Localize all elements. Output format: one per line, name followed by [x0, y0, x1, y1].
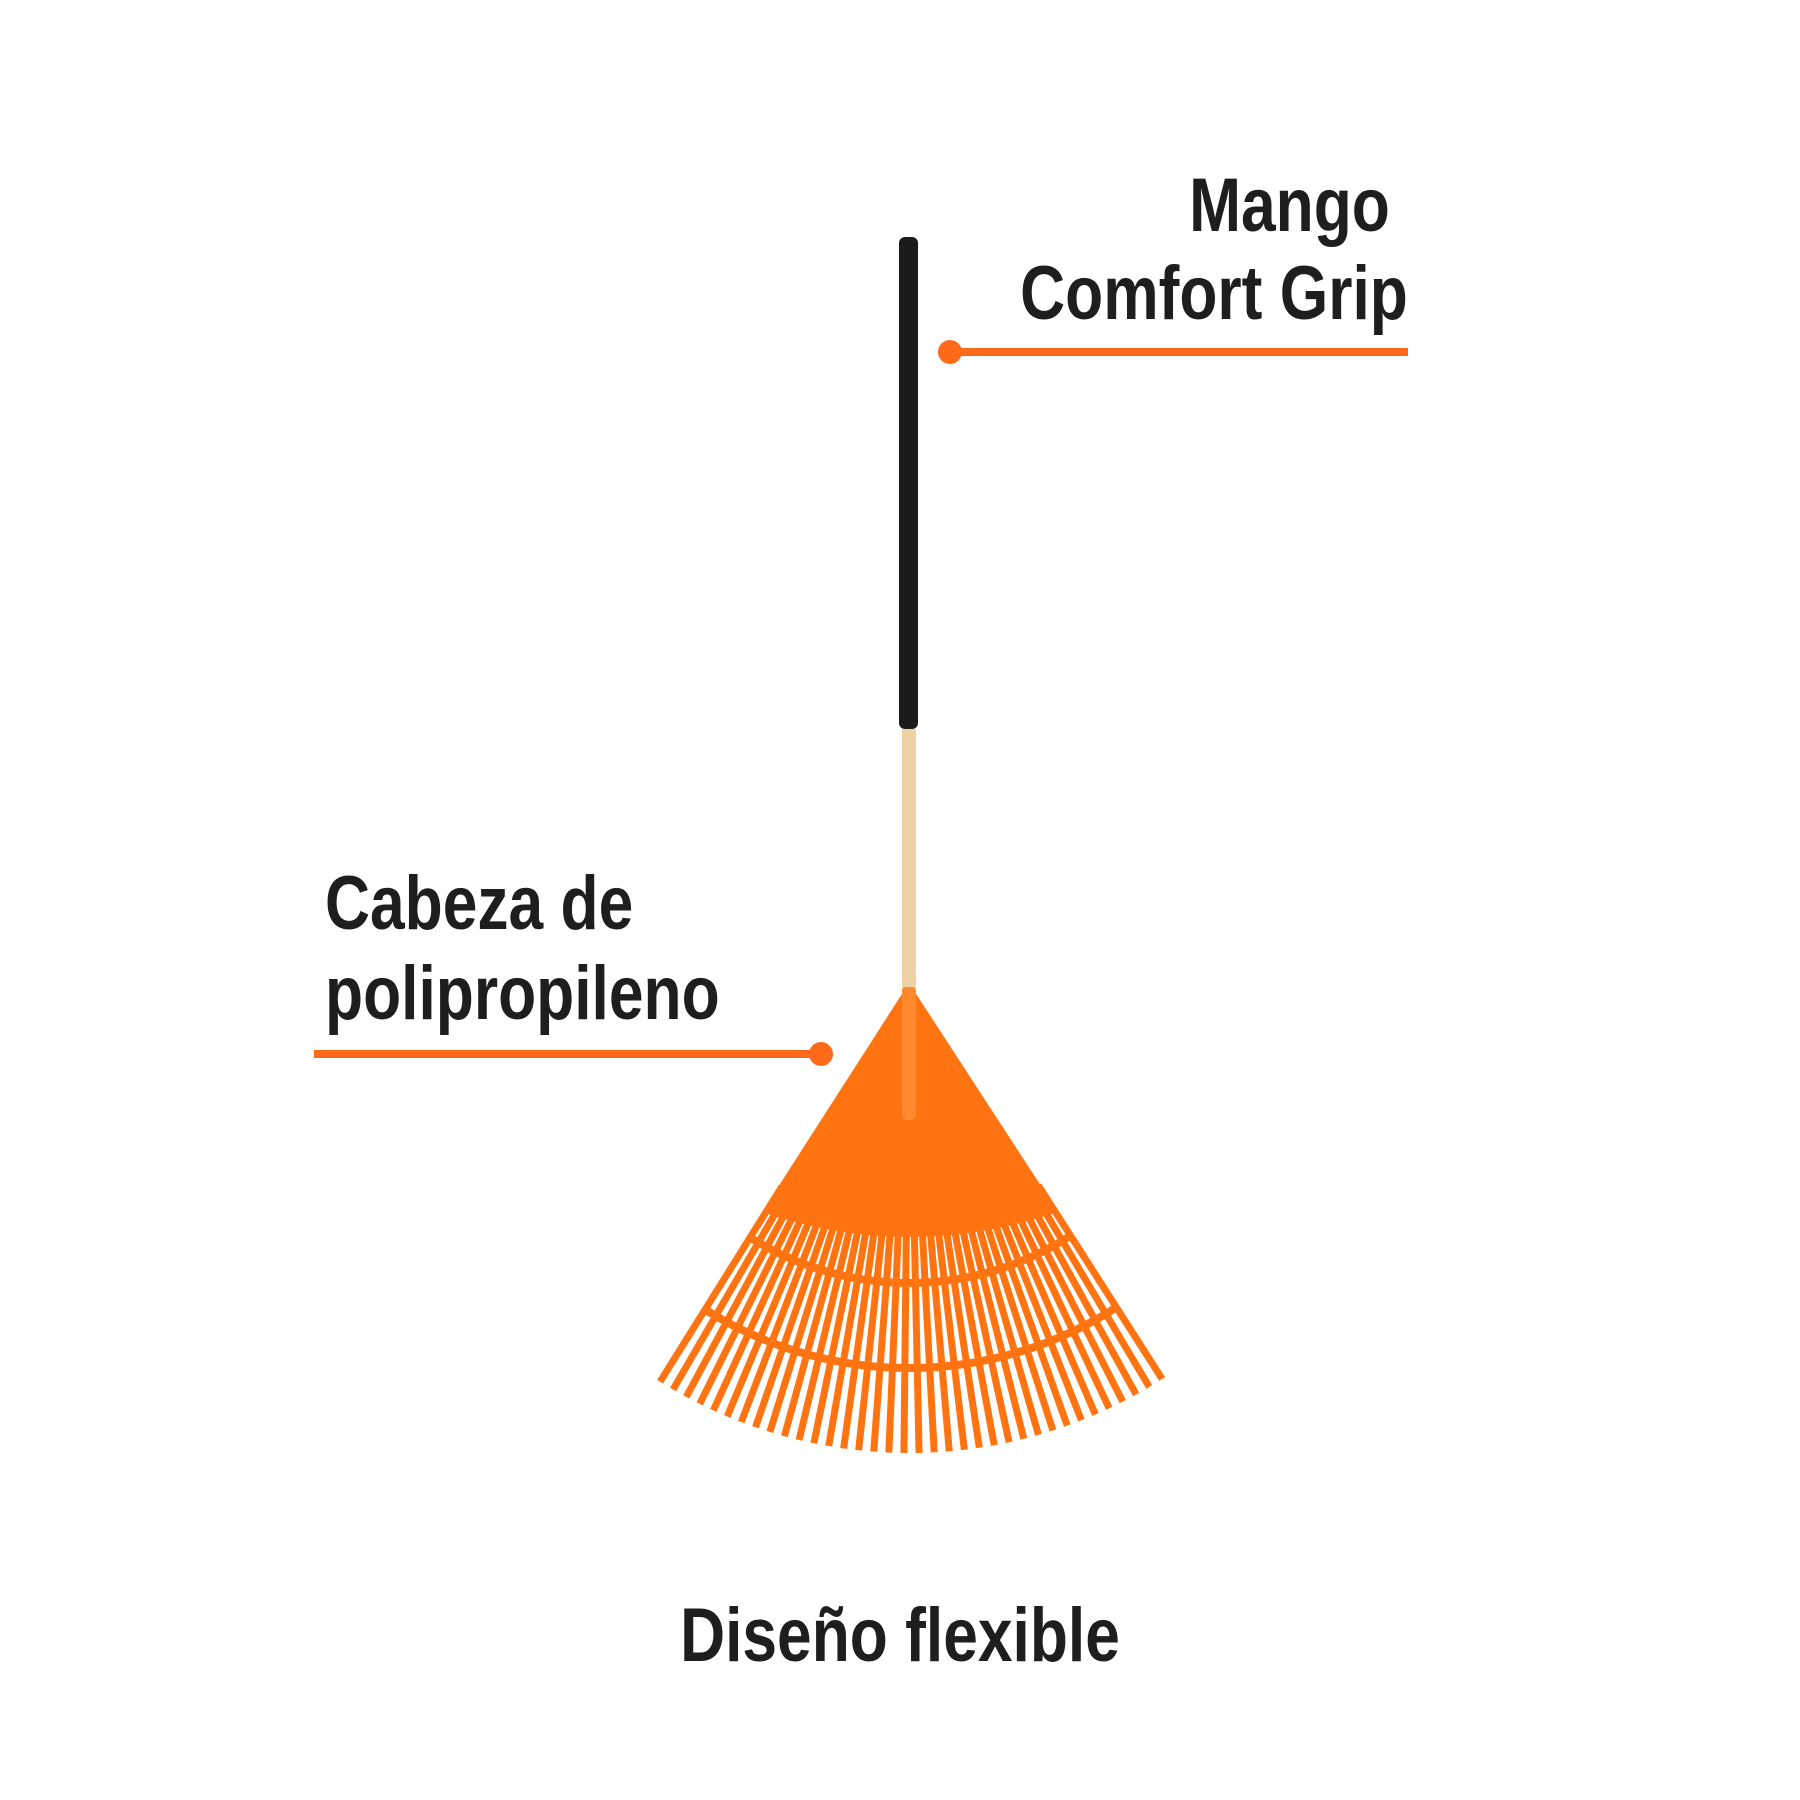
- rake-tine: [900, 1222, 910, 1454]
- wood-handle: [902, 729, 916, 987]
- rake-tine: [870, 1222, 895, 1452]
- rake-tine: [964, 1214, 1028, 1440]
- rake-tine: [737, 1205, 827, 1424]
- rake-tine: [941, 1219, 983, 1449]
- rake-tine: [781, 1213, 849, 1438]
- rake-tine: [1021, 1191, 1140, 1397]
- rake-tine: [993, 1204, 1085, 1422]
- rake-tine: [683, 1192, 799, 1399]
- handle-label-line1: Mango: [1189, 163, 1390, 248]
- rake-tine: [657, 1184, 785, 1384]
- caption: Diseño flexible: [680, 1593, 1120, 1678]
- rake-tine: [766, 1211, 842, 1433]
- rake-tine: [910, 1222, 923, 1453]
- handle-callout-dot: [938, 340, 962, 364]
- head-callout-dot: [809, 1042, 833, 1066]
- rake-tine: [971, 1212, 1042, 1436]
- rake-tine: [885, 1222, 903, 1453]
- rake-tine: [1028, 1187, 1153, 1389]
- rake-tine: [810, 1217, 864, 1444]
- rake-tine: [696, 1196, 806, 1406]
- rake-tines: [657, 1183, 1166, 1454]
- rake-tine: [933, 1220, 968, 1451]
- rake-tine: [825, 1218, 872, 1447]
- rake-tine: [1035, 1183, 1166, 1381]
- rake-tine: [949, 1218, 998, 1446]
- rake-tine: [1015, 1195, 1126, 1404]
- rake-tine: [840, 1220, 880, 1449]
- handle-label-line2: Comfort Grip: [1020, 251, 1408, 336]
- rake-tine: [752, 1208, 834, 1429]
- head-label-line2: polipropileno: [325, 951, 720, 1036]
- rake-tine: [710, 1199, 813, 1412]
- comfort-grip: [899, 237, 918, 729]
- rake-tine: [979, 1210, 1057, 1432]
- rake-tine: [1000, 1201, 1099, 1416]
- rake-socket: [902, 985, 916, 1120]
- rake-tine: [1008, 1198, 1113, 1410]
- rake-tine: [670, 1188, 792, 1392]
- rake-tine: [986, 1207, 1071, 1427]
- rake-tine: [918, 1222, 938, 1453]
- rake-crossbar: [702, 1304, 1119, 1372]
- rake-tine: [956, 1216, 1013, 1443]
- head-label-line1: Cabeza de: [325, 861, 634, 946]
- rake-tine: [926, 1221, 953, 1452]
- rake-tine: [795, 1215, 857, 1441]
- rake-tine: [723, 1202, 820, 1418]
- rake-tine: [855, 1221, 887, 1451]
- rake-crossbar: [747, 1232, 1073, 1287]
